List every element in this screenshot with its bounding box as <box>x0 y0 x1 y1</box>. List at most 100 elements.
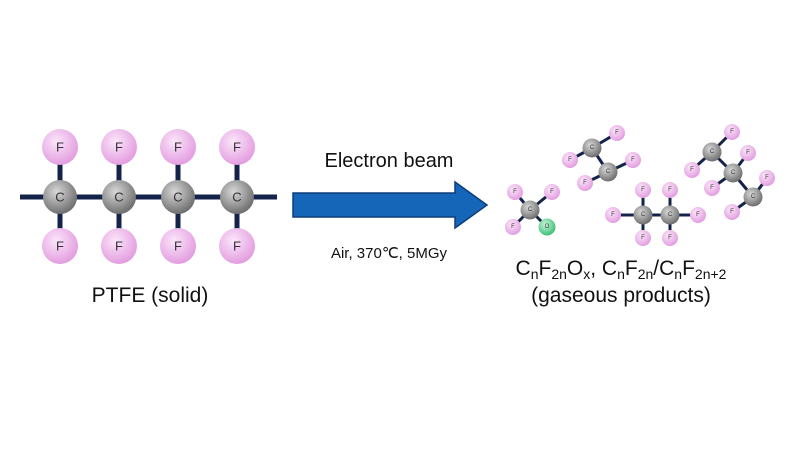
fluorine-sphere <box>101 228 137 264</box>
fluorine-sphere <box>505 219 521 235</box>
carbon-sphere <box>520 200 540 220</box>
fluorine-symbol: F <box>56 239 64 254</box>
fluorine-symbol: F <box>115 239 123 254</box>
carbon-symbol: C <box>710 149 715 155</box>
fluorine-symbol: F <box>696 212 700 218</box>
formula-subscript: 2n+2 <box>695 266 727 282</box>
fluorine-symbol: F <box>568 157 572 163</box>
fluorine-atom: F <box>219 129 255 165</box>
fluorine-sphere <box>507 184 523 200</box>
fluorine-symbol: F <box>611 212 615 218</box>
formula-subscript: n <box>617 266 625 282</box>
fluorine-symbol: F <box>56 140 64 155</box>
formula-segment: F <box>539 257 552 280</box>
formula-subscript: n <box>674 266 682 282</box>
carbon-sphere <box>743 187 763 207</box>
formula-segment: C <box>516 257 531 280</box>
fluorine-atom: F <box>160 129 196 165</box>
fluorine-atom: F <box>662 182 678 198</box>
carbon-sphere <box>660 205 680 225</box>
carbon-symbol: C <box>55 190 64 205</box>
arrow-bottom-label: Air, 370℃, 5MGy <box>331 245 448 262</box>
carbon-symbol: C <box>731 170 736 176</box>
fluorine-symbol: F <box>730 209 734 215</box>
fluorine-symbol: F <box>631 157 635 163</box>
carbon-symbol: C <box>641 212 646 218</box>
fluorine-sphere <box>101 129 137 165</box>
fluorine-symbol: F <box>233 239 241 254</box>
carbon-sphere <box>723 163 743 183</box>
fluorine-symbol: F <box>668 235 672 241</box>
fluorine-atom: F <box>544 184 560 200</box>
carbon-symbol: C <box>590 145 595 151</box>
carbon-atom: C <box>723 163 743 183</box>
carbon-atom: C <box>582 138 602 158</box>
fluorine-symbol: F <box>550 189 554 195</box>
carbon-sphere <box>220 180 254 214</box>
carbon-atom: C <box>220 180 254 214</box>
fluorine-atom: F <box>609 125 625 141</box>
fluorine-sphere <box>690 207 706 223</box>
carbon-atom: C <box>598 162 618 182</box>
formula-segment: O <box>567 257 583 280</box>
fluorine-symbol: F <box>115 140 123 155</box>
carbon-symbol: C <box>606 169 611 175</box>
fluorine-symbol: F <box>690 167 694 173</box>
carbon-symbol: C <box>173 190 182 205</box>
fluorine-sphere <box>625 152 641 168</box>
carbon-symbol: C <box>528 207 533 213</box>
formula-subscript: n <box>531 266 539 282</box>
fluorine-symbol: F <box>174 239 182 254</box>
carbon-symbol: C <box>751 194 756 200</box>
fluorine-sphere <box>662 230 678 246</box>
fluorine-sphere <box>609 125 625 141</box>
fluorine-sphere <box>577 175 593 191</box>
fluorine-sphere <box>160 129 196 165</box>
fluorine-symbol: F <box>746 150 750 156</box>
fluorine-sphere <box>684 162 700 178</box>
fluorine-symbol: F <box>174 140 182 155</box>
fluorine-sphere <box>662 182 678 198</box>
fluorine-sphere <box>42 129 78 165</box>
formula-subscript: 2n <box>551 266 567 282</box>
fluorine-symbol: F <box>668 187 672 193</box>
fluorine-sphere <box>605 207 621 223</box>
carbon-atom: C <box>161 180 195 214</box>
carbon-sphere <box>702 142 722 162</box>
fluorine-atom: F <box>219 228 255 264</box>
fluorine-atom: F <box>507 184 523 200</box>
fluorine-symbol: F <box>615 130 619 136</box>
fluorine-atom: F <box>724 204 740 220</box>
fluorine-symbol: F <box>765 175 769 181</box>
fluorine-symbol: F <box>730 129 734 135</box>
fluorine-atom: F <box>690 207 706 223</box>
fluorine-atom: F <box>684 162 700 178</box>
carbon-sphere <box>582 138 602 158</box>
carbon-sphere <box>161 180 195 214</box>
fluorine-sphere <box>724 204 740 220</box>
products-formula: CnF2nOx, CnF2n/CnF2n+2 <box>516 257 727 282</box>
fluorine-atom: F <box>635 230 651 246</box>
carbon-sphere <box>43 180 77 214</box>
fluorine-atom: F <box>42 228 78 264</box>
fluorine-atom: F <box>740 145 756 161</box>
arrow-top-label: Electron beam <box>325 150 454 172</box>
carbon-sphere <box>102 180 136 214</box>
fluorine-symbol: F <box>583 180 587 186</box>
carbon-atom: C <box>43 180 77 214</box>
fluorine-symbol: F <box>641 187 645 193</box>
fluorine-atom: F <box>625 152 641 168</box>
fluorine-sphere <box>704 180 720 196</box>
carbon-symbol: C <box>668 212 673 218</box>
fluorine-atom: F <box>605 207 621 223</box>
carbon-atom: C <box>743 187 763 207</box>
fluorine-atom: F <box>505 219 521 235</box>
carbon-sphere <box>598 162 618 182</box>
formula-segment: , C <box>590 257 617 280</box>
arrow-shape <box>292 180 489 230</box>
carbon-atom: C <box>660 205 680 225</box>
carbon-atom: C <box>102 180 136 214</box>
fluorine-sphere <box>160 228 196 264</box>
